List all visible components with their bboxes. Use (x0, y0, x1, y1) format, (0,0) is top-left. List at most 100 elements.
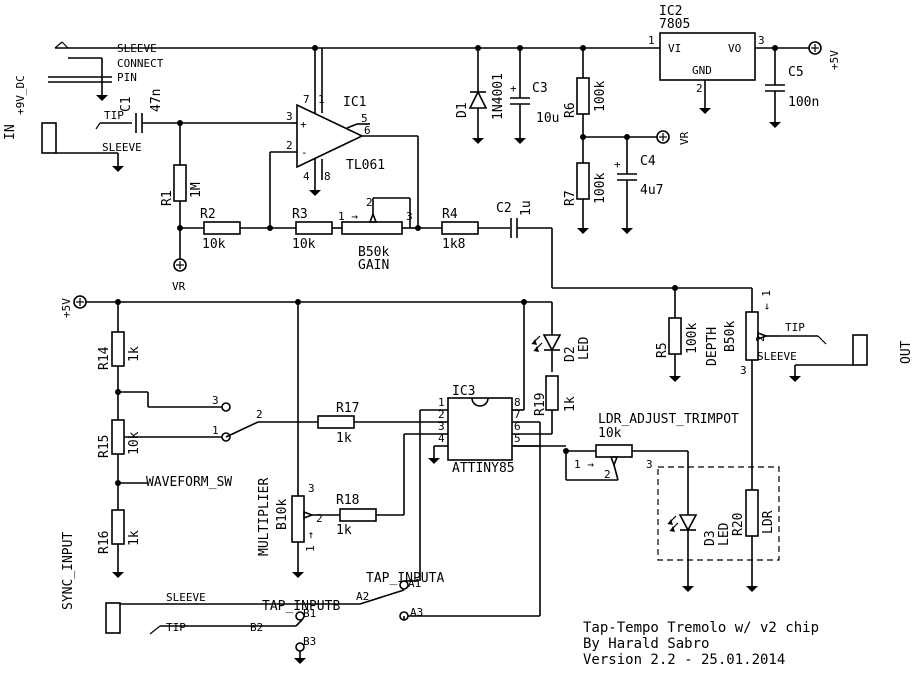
svg-text:GND: GND (692, 64, 712, 77)
svg-text:2: 2 (366, 196, 373, 209)
svg-text:DEPTH: DEPTH (705, 327, 720, 366)
svg-text:D2: D2 (563, 346, 578, 362)
svg-text:1k8: 1k8 (442, 237, 465, 252)
svg-text:3: 3 (212, 394, 219, 407)
svg-text:R14: R14 (97, 346, 112, 370)
d3-led: D3 LED (667, 514, 732, 592)
svg-text:100n: 100n (788, 95, 819, 110)
vr-terminal-top: VR (656, 130, 691, 145)
r6-resistor: R6 100k (563, 48, 608, 163)
svg-text:TAP_INPUTA: TAP_INPUTA (366, 571, 444, 586)
r2-resistor: R2 10k (180, 207, 296, 252)
dc-jack: +9V_DC SLEEVE CONNECT PIN (14, 41, 315, 115)
svg-text:1k: 1k (336, 523, 352, 538)
depth-pot: ← 1 2 3 DEPTH B50k (705, 288, 780, 490)
svg-text:4: 4 (438, 432, 445, 445)
svg-text:D1: D1 (455, 102, 470, 118)
svg-text:SLEEVE: SLEEVE (166, 591, 206, 604)
svg-text:TIP: TIP (104, 109, 124, 122)
svg-text:R19: R19 (533, 393, 548, 416)
svg-text:1k: 1k (336, 431, 352, 446)
ic3-attiny85: IC3 ATTINY85 1 2 3 4 8 7 6 5 (420, 384, 552, 476)
svg-text:10u: 10u (536, 111, 559, 126)
svg-text:+5V: +5V (60, 298, 73, 318)
r16-resistor: R16 1k (97, 509, 142, 578)
svg-text:4: 4 (303, 170, 310, 183)
svg-text:1N4001: 1N4001 (491, 73, 506, 120)
svg-text:TL061: TL061 (346, 158, 385, 173)
svg-text:A1: A1 (408, 577, 421, 590)
svg-text:10k: 10k (292, 237, 316, 252)
svg-text:C4: C4 (640, 154, 656, 169)
svg-text:R20: R20 (731, 513, 746, 536)
svg-text:B50k: B50k (358, 245, 389, 260)
svg-text:R5: R5 (655, 342, 670, 358)
r7-resistor: R7 100k (563, 162, 608, 234)
svg-text:1u: 1u (519, 200, 534, 216)
svg-text:2: 2 (696, 82, 703, 95)
svg-text:1k: 1k (563, 396, 578, 412)
r17-resistor: R17 1k (317, 401, 438, 446)
svg-text:R7: R7 (563, 190, 578, 206)
svg-text:2: 2 (754, 335, 767, 342)
svg-text:1 →: 1 → (304, 532, 317, 552)
svg-text:R3: R3 (292, 207, 308, 222)
dc-jack-label: +9V_DC (14, 75, 27, 115)
svg-text:6: 6 (364, 124, 371, 137)
dc-connect-label: CONNECT (117, 57, 164, 70)
svg-text:C2: C2 (496, 201, 512, 216)
svg-text:B50k: B50k (723, 321, 738, 352)
waveform-switch[interactable]: 3 1 2 (212, 394, 318, 442)
r5-resistor: R5 100k (655, 288, 700, 382)
svg-text:100k: 100k (593, 173, 608, 204)
svg-text:TIP: TIP (166, 621, 186, 634)
tap-switch[interactable]: TAP_INPUTA TAP_INPUTB A1 A2 A3 B1 B2 B3 (250, 450, 541, 664)
svg-text:7: 7 (514, 408, 521, 421)
svg-text:5: 5 (514, 432, 521, 445)
svg-text:+: + (300, 118, 307, 131)
svg-text:2: 2 (316, 512, 323, 525)
svg-text:3: 3 (438, 420, 445, 433)
ldr-adjust-trimpot: 1 → 2 3 LDR_ADJUST_TRIMPOT 10k (565, 412, 739, 515)
c3-capacitor: + C3 10u (510, 48, 559, 144)
svg-text:VR: VR (678, 131, 691, 145)
svg-text:47n: 47n (149, 89, 164, 112)
vactrol-outline (657, 466, 780, 561)
ic2-regulator: IC2 7805 VI VO GND 1 3 2 (648, 4, 765, 114)
svg-text:8: 8 (324, 170, 331, 183)
ic2-ref: IC2 (659, 4, 682, 19)
svg-text:← 1: ← 1 (760, 290, 773, 310)
r1-resistor: R1 1M (160, 123, 204, 259)
svg-text:1: 1 (212, 424, 219, 437)
svg-text:B2: B2 (250, 621, 263, 634)
r18-resistor: R18 1k (336, 433, 438, 538)
svg-text:R1: R1 (160, 190, 175, 206)
svg-text:2: 2 (604, 468, 611, 481)
svg-text:R15: R15 (97, 435, 112, 458)
svg-text:B3: B3 (303, 635, 316, 648)
svg-text:100k: 100k (593, 81, 608, 112)
svg-text:10k: 10k (127, 431, 142, 455)
ic1-opamp: + - 3 2 7 1 4 8 5 6 IC1 TL061 (286, 48, 385, 196)
svg-text:R2: R2 (200, 207, 216, 222)
svg-text:A3: A3 (410, 606, 423, 619)
svg-text:7: 7 (303, 93, 310, 106)
svg-text:SLEEVE: SLEEVE (757, 350, 797, 363)
svg-text:VO: VO (728, 42, 741, 55)
svg-text:5: 5 (361, 112, 368, 125)
svg-text:2: 2 (438, 408, 445, 421)
svg-text:2: 2 (256, 408, 263, 421)
svg-text:LED: LED (717, 522, 732, 546)
r19-resistor: R19 1k (533, 375, 578, 434)
svg-text:3: 3 (740, 364, 747, 377)
svg-text:+: + (614, 158, 621, 171)
svg-text:SLEEVE: SLEEVE (102, 141, 142, 154)
svg-text:LED: LED (577, 336, 592, 360)
dc-sleeve-label: SLEEVE (117, 42, 157, 55)
svg-text:B1: B1 (303, 607, 316, 620)
svg-text:GAIN: GAIN (358, 258, 389, 273)
r3-resistor: R3 10k (292, 207, 342, 252)
ic2-value: 7805 (659, 17, 690, 32)
r14-resistor: R14 1k (97, 302, 142, 420)
r4-resistor: R4 1k8 (418, 207, 510, 252)
